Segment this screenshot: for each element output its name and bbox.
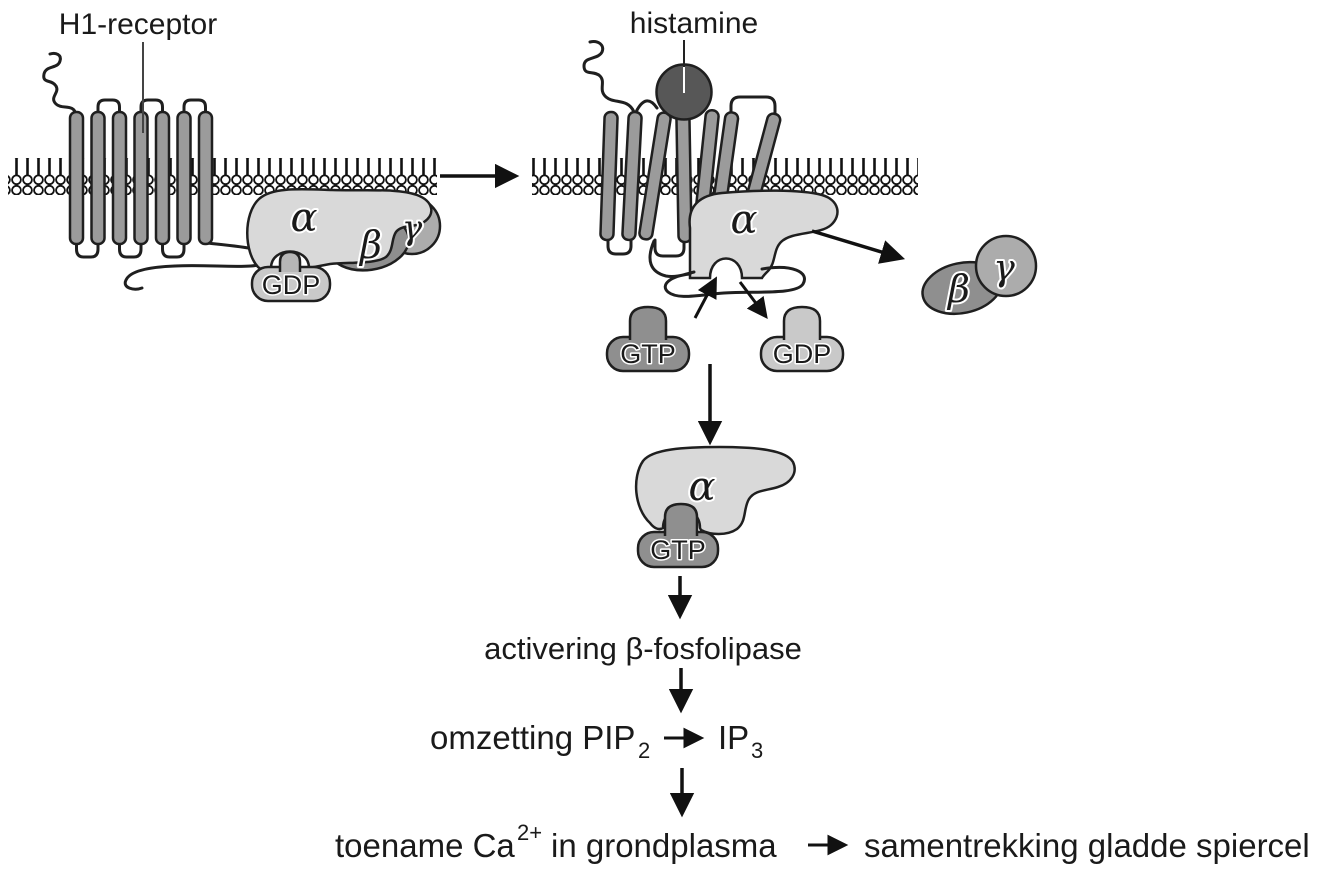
loop-bottom-5-6 [161, 239, 186, 259]
gamma-label-released: γ [993, 248, 1015, 289]
gtp-bound-knob [663, 502, 699, 536]
gdp-knob [278, 250, 302, 272]
gtp-knob [628, 305, 668, 340]
cascade-step-3: toename Ca 2+ in grondplasma samentrekki… [335, 820, 1310, 864]
alpha-gtp-complex: α GTP [634, 445, 796, 569]
loop-top-right-2-3 [634, 99, 659, 114]
beta-gamma-dimer: β γ [921, 234, 1038, 316]
gdp-out-arrow [738, 281, 768, 320]
receptor-left [42, 42, 270, 291]
step2-subscript: 2 [638, 738, 650, 763]
gtp-molecule: GTP [605, 305, 691, 373]
n-terminus-squiggle-right [582, 40, 636, 114]
loop-bottom-3-4 [118, 239, 143, 259]
loop-top-4-5 [139, 98, 164, 117]
gamma-subunit-released [974, 234, 1038, 298]
beta-label: β [358, 223, 382, 267]
receptor-right [582, 40, 782, 258]
gtp-label: GTP [620, 339, 676, 369]
step2-product-subscript: 3 [751, 738, 763, 763]
loop-bottom-1-2 [75, 239, 100, 259]
n-terminus-squiggle-left [42, 51, 78, 117]
loop-top-2-3 [96, 98, 121, 117]
c-terminus-squiggle-right [648, 239, 806, 298]
beta-label-released: β [946, 267, 970, 311]
alpha-label-free: α [688, 464, 715, 510]
beta-gamma-release-arrow [811, 229, 906, 264]
ligand-label: histamine [630, 7, 758, 40]
loop-top-6-7 [182, 98, 207, 117]
step3-result: samentrekking gladde spiercel [864, 827, 1310, 864]
alpha-subunit-bound: α [648, 189, 839, 298]
g-protein-complex-inactive: α β γ GDP [246, 187, 442, 303]
step2-product: IP [718, 719, 749, 756]
cascade-step-1: activering β-fosfolipase [484, 631, 802, 666]
gtp-in-arrow [693, 276, 717, 319]
step3-suffix: in grondplasma [551, 827, 777, 864]
step3-prefix: toename Ca [335, 827, 515, 864]
step3-superscript: 2+ [517, 820, 542, 845]
loop-top-right-6-7 [729, 95, 777, 115]
gdp-molecule: GDP [759, 305, 845, 373]
transmembrane-helices-left [68, 110, 214, 246]
alpha-subunit-active [688, 189, 839, 280]
gdp-label: GDP [262, 270, 321, 300]
step2-prefix: omzetting PIP [430, 719, 635, 756]
c-terminus-squiggle-left [123, 241, 270, 291]
gamma-label: γ [402, 208, 423, 248]
alpha-label: α [290, 195, 317, 241]
gdp-released-label: GDP [773, 339, 832, 369]
loop-bottom-right-1-2 [606, 236, 633, 256]
alpha-label-active: α [730, 197, 757, 243]
gtp-bound-label: GTP [650, 535, 706, 565]
cascade-step-2: omzetting PIP 2 IP 3 [430, 719, 763, 763]
loop-bottom-right-3-4 [653, 238, 686, 258]
gdp-released-knob [782, 305, 822, 340]
receptor-label: H1-receptor [59, 8, 217, 41]
